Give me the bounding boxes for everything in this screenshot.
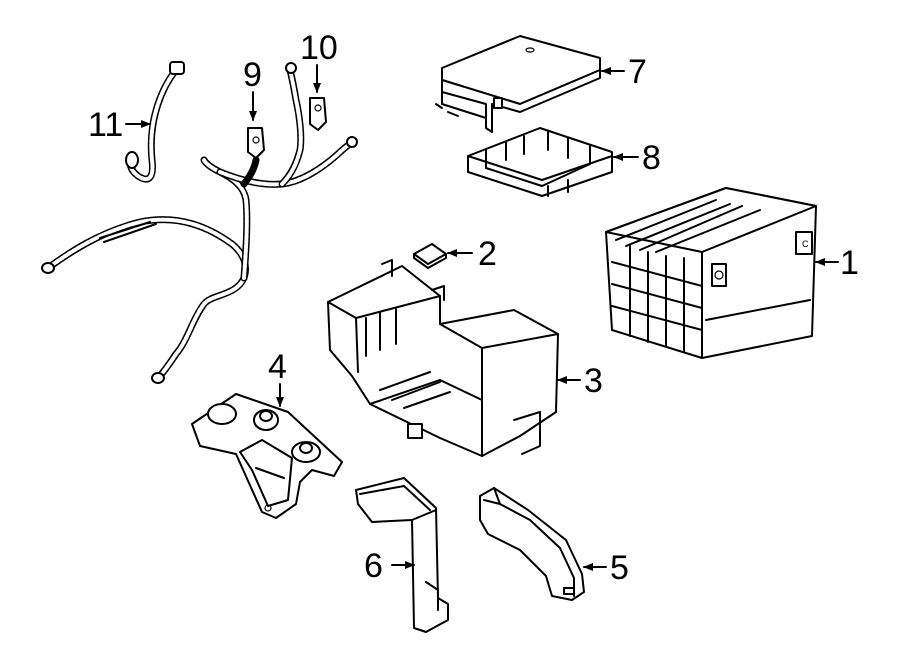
clip-part-2 <box>413 243 447 269</box>
battery-tray-part-3 <box>327 259 559 457</box>
callout-3: 3 <box>584 362 603 400</box>
callout-1: 1 <box>840 244 859 282</box>
terminal-part-10 <box>309 97 327 131</box>
wiring-harness <box>41 62 358 384</box>
battery-part-1: C <box>605 187 817 359</box>
battery-cover-part-7 <box>435 35 601 133</box>
bracket-part-4 <box>191 393 343 519</box>
callout-8: 8 <box>642 139 661 177</box>
tray-insert-part-8 <box>467 127 613 197</box>
callout-labels: 1 2 3 4 5 6 7 8 9 10 11 <box>88 29 859 587</box>
callout-7: 7 <box>628 53 647 91</box>
callout-6: 6 <box>364 547 383 585</box>
callout-2: 2 <box>478 235 497 273</box>
callout-4: 4 <box>268 348 287 386</box>
strap-part-6 <box>355 477 449 633</box>
leader-lines <box>125 64 839 571</box>
callout-11: 11 <box>88 106 123 144</box>
callout-5: 5 <box>610 549 629 587</box>
battery-cable-part-11 <box>125 61 185 183</box>
hold-down-part-5 <box>479 487 585 601</box>
callout-9: 9 <box>243 56 262 94</box>
callout-10: 10 <box>300 29 338 67</box>
svg-text:C: C <box>802 239 809 249</box>
